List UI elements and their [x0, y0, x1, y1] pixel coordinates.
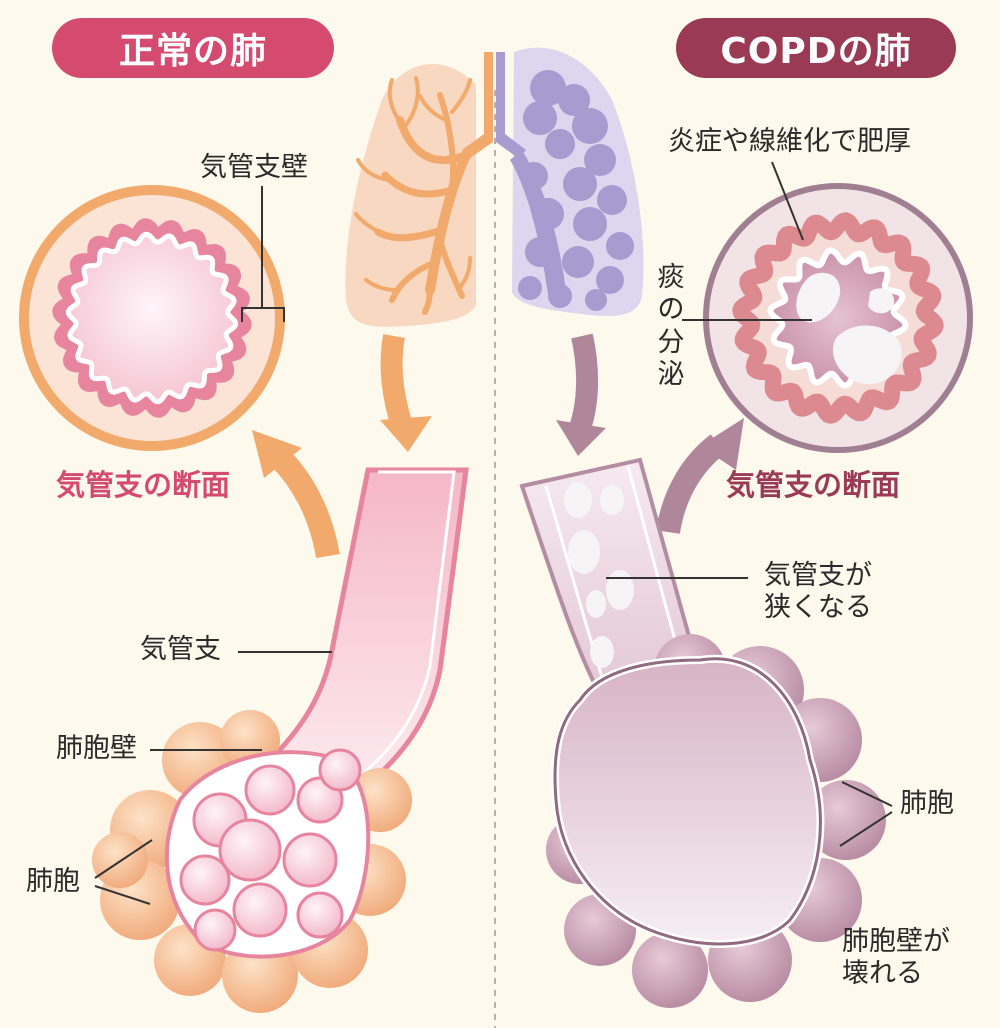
- arrow-normal-bronchus-to-section: [252, 430, 340, 559]
- copd-lung-title: COPDの肺: [676, 18, 956, 78]
- sputum-blob-upper: [796, 272, 841, 323]
- alveolar-wall-destroyed-label: 肺胞壁が 壊れる: [842, 926, 950, 991]
- normal-bronchial-wall-ring: [52, 218, 252, 418]
- narrowing-label: 気管支が 狭くなる: [764, 560, 872, 625]
- alveolar-wall-label: 肺胞壁: [56, 733, 137, 764]
- lungs-illustration: [345, 47, 644, 327]
- bronchial-wall-label: 気管支壁: [200, 152, 308, 183]
- arrow-copd-bronchus-to-section: [656, 418, 744, 535]
- normal-bronchial-wall-highlight: [65, 231, 239, 405]
- normal-bronchus-cross-section: [19, 185, 285, 451]
- normal-bronchus-tube: [265, 467, 469, 793]
- normal-cross-section-label: 気管支の断面: [56, 468, 231, 502]
- normal-alveoli-cluster: [92, 710, 412, 1013]
- copd-alveoli-label: 肺胞: [900, 788, 954, 819]
- arrow-lung-to-copd-bronchus: [556, 333, 606, 456]
- copd-bronchus-cross-section: [703, 183, 973, 453]
- sputum-blob-small: [868, 288, 895, 314]
- destroyed-line-2: 壊れる: [842, 958, 923, 990]
- copd-cross-section-label: 気管支の断面: [726, 468, 901, 502]
- sputum-char-3: 分: [657, 326, 685, 358]
- bronchus-label: 気管支: [140, 634, 221, 665]
- sputum-char-1: 痰: [657, 262, 685, 293]
- normal-alveoli-pointer-lines: [94, 839, 153, 905]
- normal-trachea: [462, 52, 493, 158]
- sputum-blob-lower: [832, 325, 902, 385]
- normal-lung-lobe: [345, 63, 476, 327]
- normal-lung-title: 正常の肺: [52, 18, 334, 78]
- normal-alveoli-label: 肺胞: [26, 866, 80, 897]
- arrow-lung-to-normal-bronchus: [380, 334, 432, 452]
- thickening-pointer-line: [771, 161, 804, 241]
- narrowing-line-2: 狭くなる: [764, 592, 872, 624]
- copd-damaged-airways: [510, 70, 634, 311]
- narrowing-line-1: 気管支が: [764, 560, 872, 591]
- sputum-char-4: 泌: [657, 359, 685, 391]
- destroyed-line-1: 肺胞壁が: [842, 926, 950, 957]
- bronchial-wall-pointer: [241, 186, 285, 322]
- sputum-char-2: の: [657, 294, 685, 326]
- copd-alveoli-pointer-lines: [839, 781, 893, 847]
- thickening-label: 炎症や線維化で肥厚: [668, 126, 911, 157]
- sputum-label: 痰 の 分 泌: [656, 262, 686, 392]
- normal-airway-tree: [354, 76, 472, 315]
- copd-trachea: [496, 52, 526, 158]
- copd-destroyed-alveoli: [546, 634, 886, 1008]
